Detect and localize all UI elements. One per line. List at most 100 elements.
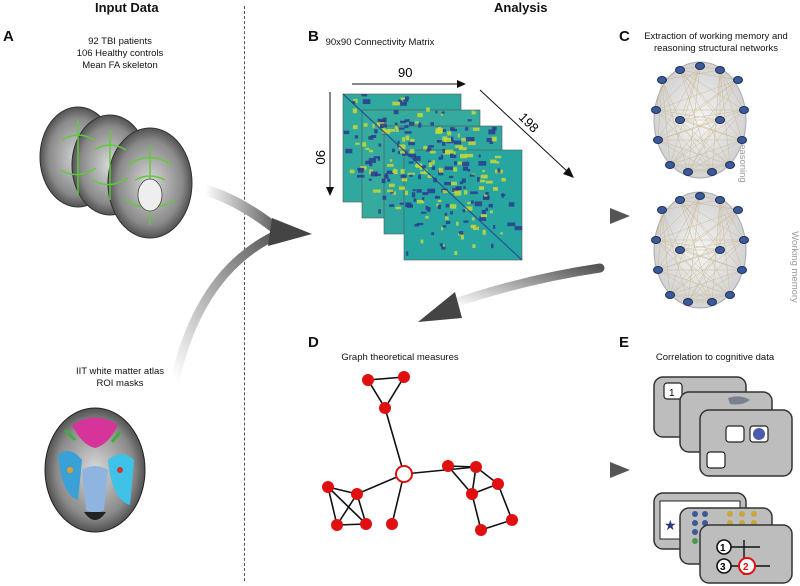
network-edge: [655, 109, 743, 141]
network-node: [715, 116, 725, 124]
matrix-cell: [349, 169, 355, 174]
network-edge: [679, 199, 739, 211]
matrix-cell: [420, 211, 427, 214]
test-dot: [727, 511, 733, 517]
network-edge: [679, 119, 743, 141]
matrix-cell: [413, 198, 417, 202]
matrix-cell: [500, 232, 503, 235]
matrix-cell: [450, 211, 453, 215]
matrix-cell: [394, 125, 398, 129]
matrix-cell: [492, 126, 497, 131]
panel-label-c: C: [619, 28, 630, 45]
network-node: [725, 161, 735, 169]
matrix-cell: [343, 130, 350, 135]
matrix-cell: [438, 156, 441, 160]
matrix-cell: [373, 156, 381, 159]
matrix-cell: [368, 158, 377, 163]
flow-arrow-c-d: [445, 263, 605, 310]
matrix-cell: [372, 123, 375, 128]
network-edge: [655, 79, 663, 111]
matrix-cell: [404, 125, 409, 128]
test-dot: [702, 520, 708, 526]
matrix-cell: [490, 159, 497, 164]
panel-label-e: E: [619, 334, 630, 351]
matrix-cell: [472, 127, 480, 131]
network-edge: [679, 199, 713, 303]
matrix-cell: [445, 221, 451, 225]
network-edge: [679, 239, 745, 251]
graph-node: [470, 461, 482, 473]
graph-node: [360, 518, 372, 530]
matrix-cell: [429, 150, 436, 154]
matrix-cell: [473, 111, 476, 115]
matrix-cell: [361, 94, 368, 97]
network-edge: [669, 79, 739, 166]
matrix-cell: [438, 170, 444, 176]
network-edge: [687, 109, 745, 173]
matrix-cell: [387, 163, 394, 167]
network-edge: [655, 109, 721, 121]
network-edge: [655, 79, 739, 111]
test-dot: [692, 529, 698, 535]
matrix-cell: [400, 174, 407, 179]
network-edge: [679, 209, 739, 251]
matrix-cell: [451, 187, 459, 192]
caption-line: IIT white matter atlas: [76, 366, 164, 377]
graph-node: [386, 518, 398, 530]
matrix-cell: [408, 141, 416, 146]
matrix-cell: [476, 177, 480, 182]
matrix-cell: [464, 206, 473, 211]
matrix-cell: [469, 174, 475, 177]
matrix-cell: [461, 178, 466, 183]
matrix-cell: [485, 180, 493, 184]
matrix-cell: [445, 216, 449, 220]
network-edge: [719, 69, 745, 111]
network-edge: [679, 65, 701, 121]
matrix-cell: [354, 135, 359, 139]
network-edge: [655, 209, 663, 241]
cognitive-test-cards: 1 ★ 1 3 2: [653, 376, 793, 584]
matrix-cell: [400, 120, 407, 124]
matrix-cell: [500, 194, 506, 197]
matrix-cell: [421, 165, 426, 168]
matrix-cell: [485, 191, 489, 195]
matrix-cell: [416, 189, 422, 193]
network-edge: [657, 249, 721, 271]
matrix-cell: [363, 123, 368, 127]
network-node: [653, 266, 663, 274]
matrix-cell: [414, 223, 420, 227]
matrix-cell: [458, 147, 467, 151]
network-edge: [687, 249, 721, 303]
test-dot: [692, 520, 698, 526]
matrix-cell: [436, 203, 439, 207]
matrix-cell: [384, 174, 389, 179]
matrix-cell: [459, 181, 464, 185]
svg-text:2: 2: [743, 562, 749, 573]
test-dot: [751, 511, 757, 517]
matrix-cell: [355, 142, 360, 145]
matrix-cell: [444, 212, 448, 216]
network-edge: [679, 119, 731, 166]
matrix-cell: [345, 148, 353, 154]
matrix-cell: [403, 99, 409, 102]
matrix-cell: [471, 110, 475, 115]
network-edge: [679, 249, 743, 271]
network-node: [715, 196, 725, 204]
matrix-cell: [378, 209, 381, 214]
matrix-cell: [437, 204, 441, 210]
network-edge: [655, 109, 731, 166]
matrix-cell: [457, 133, 460, 138]
network-edge: [687, 294, 731, 303]
matrix-cell: [418, 122, 422, 128]
matrix-cell: [369, 162, 373, 167]
matrix-cell: [481, 209, 487, 215]
matrix-cell: [423, 169, 428, 175]
matrix-cell: [395, 206, 402, 210]
network-edge: [679, 109, 745, 121]
matrix-cell: [442, 190, 448, 194]
matrix-cell: [448, 175, 454, 179]
matrix-cell: [431, 166, 436, 170]
matrix-cell: [450, 181, 457, 186]
matrix-cell: [443, 138, 452, 143]
connectivity-matrices: [342, 93, 523, 261]
